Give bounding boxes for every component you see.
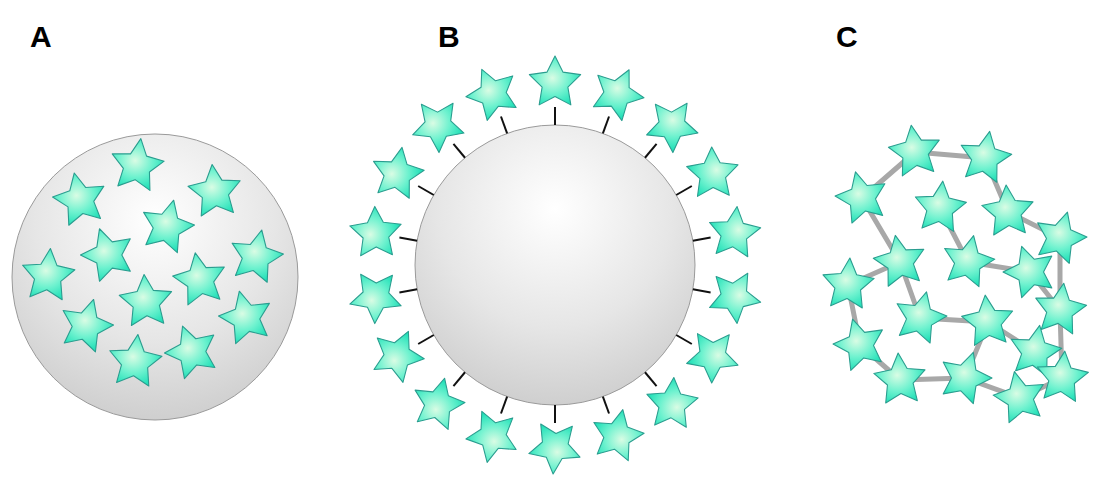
- drug-star: [956, 127, 1015, 184]
- linker-line: [645, 372, 657, 386]
- illustration-group: [456, 387, 535, 475]
- crosslinked-cluster: [821, 122, 1092, 425]
- drug-star: [136, 194, 199, 255]
- drug-star: [870, 231, 929, 288]
- drug-star: [934, 344, 998, 406]
- carrier-sphere: [415, 125, 695, 405]
- illustration-group: [361, 313, 446, 392]
- illustration-group: [342, 200, 422, 268]
- linker-line: [554, 107, 556, 125]
- linker-line: [693, 289, 711, 292]
- drug-star: [401, 371, 471, 442]
- illustration-group: [623, 85, 712, 176]
- drug-star: [343, 201, 404, 264]
- drug-star: [981, 183, 1036, 235]
- drug-star: [107, 332, 164, 387]
- linker-line: [676, 335, 692, 344]
- illustration-group: [360, 137, 447, 218]
- drug-star: [49, 168, 111, 228]
- drug-star: [118, 273, 174, 326]
- drug-star: [226, 225, 288, 285]
- drug-star: [873, 351, 928, 403]
- linker-line: [453, 372, 465, 386]
- drug-star: [401, 89, 472, 159]
- linker-line: [501, 117, 507, 134]
- illustration-group: [400, 87, 485, 175]
- drug-star: [343, 266, 404, 329]
- drug-star: [886, 122, 944, 178]
- drug-star: [458, 59, 525, 125]
- illustration-group: [457, 58, 532, 143]
- drug-star: [708, 267, 766, 327]
- drug-star: [585, 58, 653, 124]
- illustration-group: [395, 353, 487, 447]
- drug-star: [75, 221, 140, 285]
- drug-star: [528, 423, 583, 475]
- surface-conjugated-particle: [342, 56, 766, 476]
- drug-star: [938, 230, 998, 288]
- drug-star: [462, 409, 522, 467]
- illustration-group: [529, 56, 580, 125]
- drug-star: [158, 317, 224, 382]
- linker-line: [418, 335, 434, 344]
- illustration-group: [342, 56, 766, 476]
- drug-star: [960, 292, 1016, 346]
- illustration-group: [342, 262, 422, 330]
- linker-line: [603, 397, 609, 414]
- drug-star: [912, 178, 968, 232]
- drug-star: [214, 285, 277, 346]
- drug-star: [989, 366, 1049, 424]
- linker-line: [554, 405, 556, 423]
- drug-star: [997, 238, 1061, 300]
- drug-star: [639, 372, 708, 441]
- drug-star: [1029, 205, 1092, 266]
- linker-line: [645, 144, 657, 158]
- drug-star: [1034, 348, 1090, 402]
- linker-line: [453, 144, 465, 158]
- drug-star: [20, 246, 77, 300]
- drug-star: [683, 141, 746, 206]
- drug-star: [638, 89, 708, 158]
- panel-label: B: [438, 22, 460, 52]
- drug-star: [108, 135, 167, 192]
- linker-line: [399, 238, 417, 241]
- encapsulated-particle: [12, 134, 298, 420]
- drug-star: [55, 292, 119, 354]
- linker-line: [693, 238, 711, 241]
- drug-star: [708, 203, 766, 263]
- illustration-group: [577, 57, 654, 143]
- illustration-group: [688, 263, 766, 327]
- linker-line: [418, 186, 434, 195]
- drug-star: [683, 324, 746, 389]
- drug-star: [821, 256, 876, 308]
- linker-line: [676, 186, 692, 195]
- illustration-group: [688, 202, 766, 266]
- illustration-group: [662, 133, 755, 221]
- linker-line: [501, 397, 507, 414]
- panel-label: A: [30, 22, 52, 52]
- drug-star: [831, 166, 893, 226]
- drug-star: [890, 286, 952, 346]
- linker-line: [603, 117, 609, 134]
- drug-star: [169, 248, 229, 306]
- drug-star: [186, 162, 243, 217]
- illustration-group: [577, 387, 652, 472]
- drug-star: [362, 139, 429, 207]
- linker-line: [399, 289, 417, 292]
- panel-label: C: [836, 22, 858, 52]
- illustration-group: [528, 405, 583, 476]
- drug-star: [361, 323, 429, 392]
- drug-star: [529, 56, 580, 105]
- drug-star: [828, 312, 891, 373]
- drug-star: [585, 406, 652, 472]
- carrier-sphere: [12, 134, 298, 420]
